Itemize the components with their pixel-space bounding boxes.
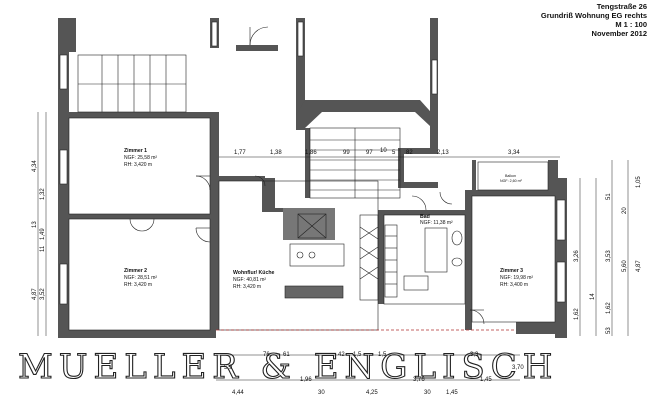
dimension-label: 3,76	[413, 377, 425, 383]
dimension-label: 1,62	[574, 308, 580, 320]
room-name: Balkon	[505, 174, 516, 178]
room-area: NGF: 11,38 m²	[420, 220, 453, 226]
dimension-label: 5,60	[622, 260, 628, 272]
top-dimensions: 1,77 1,38 1,86 99 97 10 5 82 2,13 3,34	[234, 148, 520, 156]
dimension-label: 4,44	[232, 390, 244, 396]
dimension-label: 1,5	[353, 352, 362, 358]
right-dimensions: 1,05 5,60 4,87 51 20 3,53 1,62 14 53 3,2…	[574, 176, 642, 334]
dimension-label: 1,05	[636, 176, 642, 188]
fine-lines	[68, 54, 556, 331]
dimension-label: 3,52	[40, 288, 46, 300]
room-name: Zimmer 3	[500, 268, 523, 274]
room-name: Bad	[420, 214, 430, 220]
dimension-label: 1,45	[446, 390, 458, 396]
dimension-label: 1,49	[40, 228, 46, 240]
dimension-label: 1,5	[378, 352, 387, 358]
dimension-label: 5,9	[224, 365, 233, 371]
dimension-label: 14	[590, 293, 596, 300]
dimension-label: 82	[406, 150, 413, 156]
bottom-dimensions: 5,9 76 61 42 1,5 1,5 3,3 1,96 3,76 3,70 …	[224, 352, 524, 396]
dimension-label: 4,87	[636, 260, 642, 272]
plan-date: November 2012	[591, 29, 647, 38]
windows	[59, 21, 566, 305]
room-height: RH: 3,420 m	[233, 284, 261, 290]
dimension-label: 4,25	[366, 390, 378, 396]
room-name: Zimmer 2	[124, 268, 147, 274]
room-area: NGF: 25,58 m²	[124, 155, 157, 161]
dimension-lines	[37, 112, 629, 381]
room-name: Zimmer 1	[124, 148, 147, 154]
dimension-label: 97	[366, 150, 373, 156]
plan-scale: M 1 : 100	[615, 20, 647, 29]
doors	[129, 26, 485, 325]
room-height: RH: 3,420 m	[124, 282, 152, 288]
room-name: Wohnflur/ Küche	[233, 270, 275, 276]
dimension-label: 5	[392, 150, 396, 156]
dimension-label: 1,96	[300, 377, 312, 383]
dimension-label: 1,77	[234, 150, 246, 156]
dimension-label: 20	[622, 207, 628, 214]
plan-title: Grundriß Wohnung EG rechts	[540, 11, 647, 20]
plan-address: Tengstraße 26	[596, 2, 647, 11]
dimension-label: 30	[424, 390, 431, 396]
dimension-label: 99	[343, 150, 350, 156]
room-area: NGF: 28,51 m²	[124, 275, 157, 281]
room-area: NGF: 40,81 m²	[233, 277, 266, 283]
dimension-label: 61	[283, 352, 290, 358]
dimension-label: 3,53	[606, 250, 612, 262]
dimension-label: 1,86	[305, 150, 317, 156]
left-dimensions: 4,34 1,32 1,49 11 4,87 3,52 13	[32, 160, 46, 300]
room-height: RH: 3,400 m	[500, 282, 528, 288]
room-labels: Zimmer 1 NGF: 25,58 m² RH: 3,420 m Zimme…	[124, 148, 533, 290]
dimension-label: 3,34	[508, 150, 520, 156]
watermark-logo: MUELLER & ENGLISCH	[18, 347, 558, 387]
title-block: Tengstraße 26 Grundriß Wohnung EG rechts…	[541, 2, 647, 38]
dimension-label: 2,13	[437, 150, 449, 156]
dimension-label: 10	[380, 148, 387, 154]
dimension-label: 11	[40, 245, 46, 252]
dimension-label: 1,62	[606, 302, 612, 314]
room-area: NGF: 2,60 m²	[500, 179, 523, 183]
dimension-label: 76	[263, 352, 270, 358]
dimension-label: 51	[606, 193, 612, 200]
dimension-label: 4,87	[32, 288, 38, 300]
dimension-label: 13	[32, 221, 38, 228]
dimension-label: 1,32	[40, 188, 46, 200]
dimension-label: 30	[318, 390, 325, 396]
dimension-label: 42	[338, 352, 345, 358]
dimension-label: 1,38	[270, 150, 282, 156]
dimension-label: 4,34	[32, 160, 38, 172]
dimension-label: 1,45	[480, 377, 492, 383]
room-height: RH: 3,420 m	[124, 162, 152, 168]
dimension-label: 3,70	[512, 365, 524, 371]
dimension-label: 3,3	[470, 352, 479, 358]
dimension-label: 53	[606, 327, 612, 334]
room-area: NGF: 19,98 m²	[500, 275, 533, 281]
dimension-label: 3,26	[574, 250, 580, 262]
